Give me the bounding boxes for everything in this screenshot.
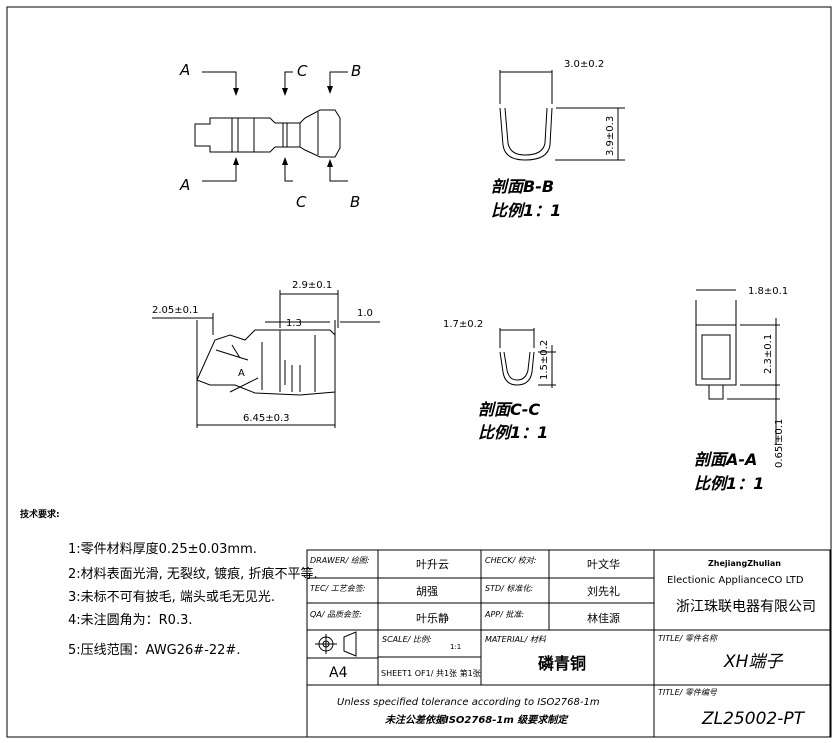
section-cc — [499, 328, 556, 388]
check-value: 叶文华 — [587, 557, 620, 571]
dim-aa-small: 0.65l±0.1 — [774, 419, 785, 468]
label-a-top: A — [179, 61, 190, 79]
side-label-a: A — [238, 368, 245, 379]
dim-cc-height: 1.5±0.2 — [539, 340, 550, 380]
dim-side-right: 1.0 — [357, 308, 373, 319]
tec-label: TEC/ 工艺会签: — [310, 584, 366, 593]
side-view — [152, 290, 380, 428]
partno-value: ZL25002-PT — [701, 709, 806, 729]
dim-bb-width: 3.0±0.2 — [564, 59, 604, 70]
label-c-bottom: C — [296, 193, 307, 211]
dim-side-top: 2.9±0.1 — [292, 280, 332, 291]
label-b-bottom: B — [350, 193, 360, 211]
company-cn: 浙江珠联电器有限公司 — [676, 599, 816, 615]
company-en-1: ZhejiangZhulian — [708, 559, 781, 568]
section-cc-title: 剖面C-C — [478, 400, 540, 419]
label-b-top: B — [351, 62, 361, 80]
section-marker-arrows — [233, 86, 333, 167]
material-label: MATERIAL/ 材料 — [485, 635, 547, 644]
title-block-grid — [306, 549, 831, 738]
drawer-value: 叶升云 — [416, 558, 449, 571]
top-view — [194, 109, 341, 158]
dim-bb-height: 3.9±0.3 — [605, 116, 616, 156]
title-value: XH端子 — [723, 652, 783, 672]
dim-side-total: 6.45±0.3 — [243, 413, 290, 424]
note-item-1: 1:零件材料厚度0.25±0.03mm. — [68, 541, 257, 557]
section-aa-scale: 比例1：1 — [694, 474, 764, 493]
label-c-top: C — [297, 62, 308, 80]
app-value: 林佳源 — [587, 611, 620, 625]
dim-cc-width: 1.7±0.2 — [443, 319, 483, 330]
dim-aa-width: 1.8±0.1 — [748, 286, 788, 297]
notes-header: 技术要求: — [20, 508, 60, 520]
sheet-size: A4 — [329, 665, 348, 681]
scale-value: 1:1 — [450, 643, 461, 651]
tolerance-en: Unless specified tolerance according to … — [337, 697, 600, 708]
material-value: 磷青铜 — [538, 654, 586, 673]
note-item-5: 5:压线范围：AWG26#-22#. — [68, 643, 240, 658]
app-label: APP/ 批准: — [484, 610, 524, 619]
drawer-label: DRAWER/ 绘图: — [310, 556, 370, 565]
std-label: STD/ 标准化: — [485, 584, 533, 593]
note-item-3: 3:未标不可有披毛, 端头或毛无见光. — [68, 590, 275, 605]
section-markers — [202, 71, 348, 182]
qa-value: 叶乐静 — [416, 611, 449, 625]
note-item-2: 2:材料表面光滑, 无裂纹, 镀痕, 折痕不平等. — [68, 566, 318, 582]
partno-label: TITLE/ 零件编号 — [658, 688, 718, 697]
section-bb-title: 剖面B-B — [491, 177, 554, 196]
scale-label: SCALE/ 比例: — [382, 635, 432, 644]
section-bb-scale: 比例1：1 — [491, 201, 561, 220]
tec-value: 胡强 — [416, 584, 438, 598]
section-bb — [499, 70, 625, 161]
std-value: 刘先礼 — [587, 584, 620, 598]
dim-side-left: 2.05±0.1 — [152, 305, 199, 316]
section-aa-title: 剖面A-A — [694, 450, 757, 469]
company-en-2: Electionic ApplianceCO LTD — [667, 575, 804, 586]
tolerance-cn: 未注公差依据ISO2768-1m 级要求制定 — [385, 714, 569, 726]
dim-side-mid: 1.3 — [286, 318, 302, 329]
label-a-bottom: A — [179, 176, 190, 194]
title-label: TITLE/ 零件名称 — [658, 634, 719, 643]
note-item-4: 4:未注圆角为：R0.3. — [68, 613, 193, 628]
sheet-info: SHEET1 OF1/ 共1张 第1张 — [381, 668, 481, 678]
projection-symbol-icon — [315, 631, 357, 657]
section-aa — [695, 289, 780, 445]
qa-label: QA/ 品质会签: — [310, 610, 362, 619]
dim-aa-height: 2.3±0.1 — [763, 334, 774, 374]
section-cc-scale: 比例1：1 — [478, 423, 548, 442]
check-label: CHECK/ 校对: — [485, 556, 537, 565]
